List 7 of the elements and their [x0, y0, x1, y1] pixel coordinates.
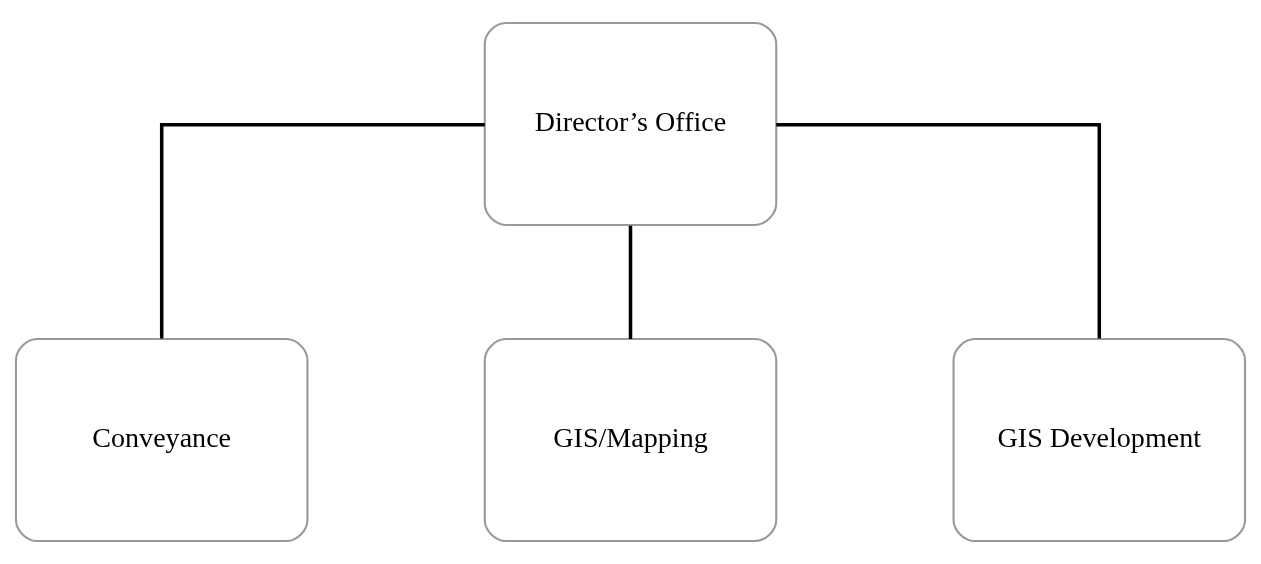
connector — [159, 123, 485, 339]
connector — [776, 123, 1102, 339]
node-box: GIS Development — [952, 338, 1247, 543]
node-box: Conveyance — [14, 338, 309, 543]
connector — [628, 225, 633, 339]
node-box: GIS/Mapping — [483, 338, 778, 543]
node-box: Director’s Office — [483, 21, 778, 226]
